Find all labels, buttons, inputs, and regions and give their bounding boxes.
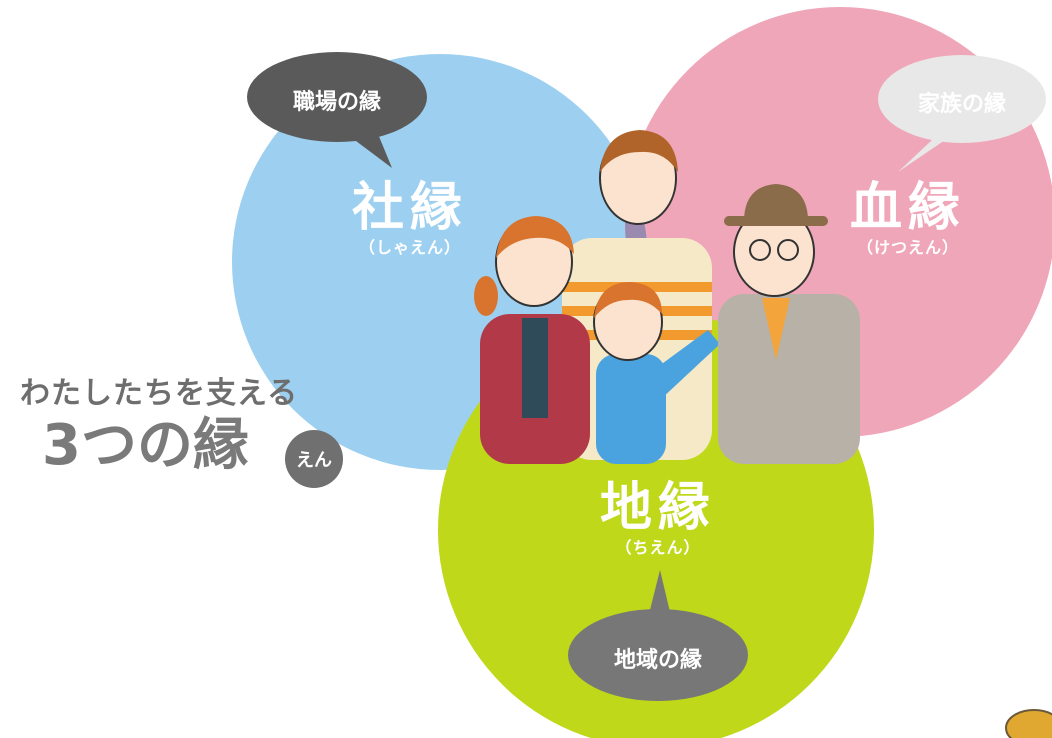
- local-bond-title: 地縁: [599, 478, 716, 538]
- local-bond-text: 地域の縁: [613, 648, 702, 673]
- workplace-bond-bubble: [247, 52, 427, 168]
- blood-bond-label: 血縁 （けつえん）: [838, 182, 978, 256]
- social-bond-reading: （しゃえん）: [358, 238, 461, 257]
- title-ruby-text: えん: [296, 450, 332, 471]
- decorative-corner-illustration: [1005, 709, 1052, 738]
- blood-bond-reading: （けつえん）: [856, 238, 959, 257]
- title-line-1: わたしたちを支える: [20, 376, 299, 411]
- local-bond-bubble: [568, 570, 748, 701]
- grandfather-figure: [718, 184, 860, 464]
- title-ruby-badge: えん: [285, 430, 343, 488]
- social-bond-label: 社縁 （しゃえん）: [340, 182, 480, 256]
- social-bond-title: 社縁: [351, 178, 468, 238]
- blood-bond-title: 血縁: [849, 178, 966, 238]
- family-bond-bubble: [878, 55, 1046, 172]
- family-illustration: [474, 130, 860, 464]
- boy-figure: [593, 282, 720, 464]
- family-bond-text: 家族の縁: [917, 92, 1006, 117]
- title-line-2: 3つの縁: [42, 413, 249, 478]
- workplace-bond-text: 職場の縁: [292, 90, 381, 115]
- local-bond-reading: （ちえん）: [615, 538, 701, 557]
- local-bond-label: 地縁 （ちえん）: [588, 482, 728, 556]
- girl-figure: [474, 216, 590, 464]
